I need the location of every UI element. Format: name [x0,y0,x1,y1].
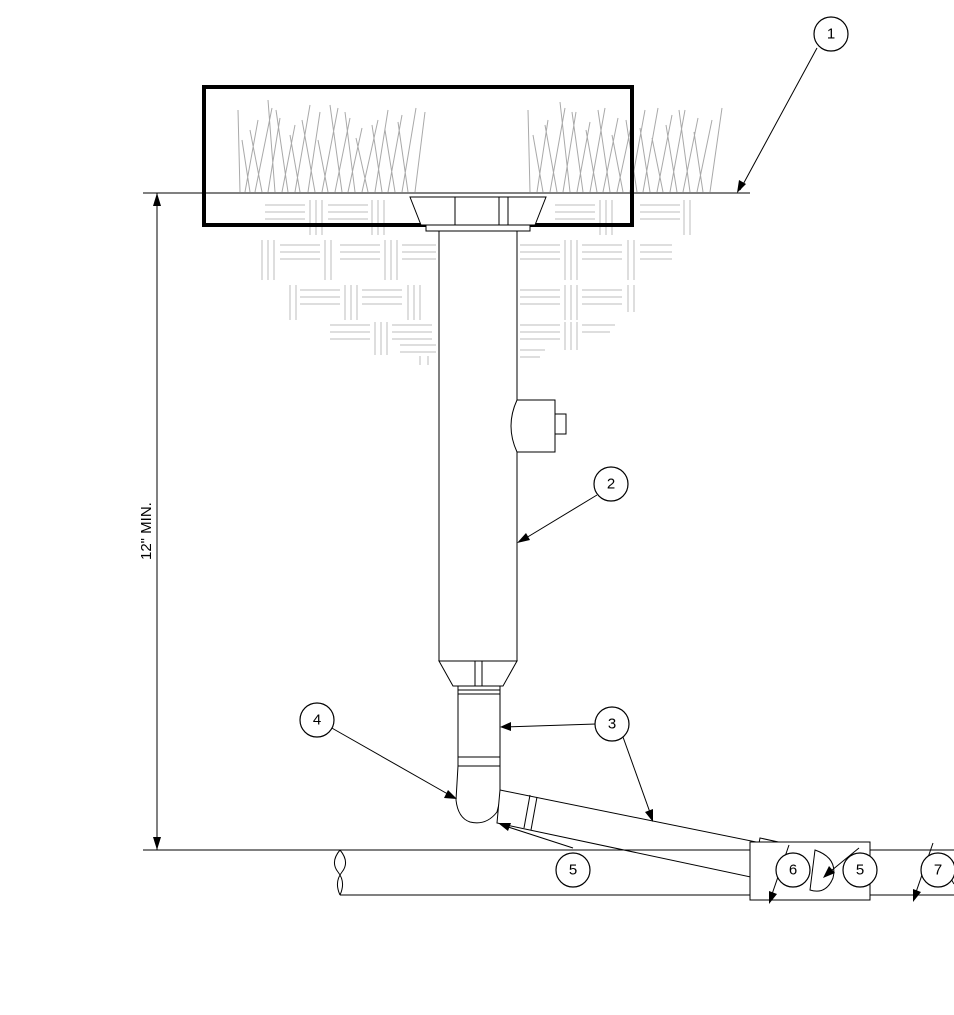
sprinkler-body [438,230,567,687]
callout-7: 7 [920,852,954,888]
callout-5-left: 5 [555,852,591,888]
callout-2: 2 [593,466,629,502]
callout-6-label: 6 [789,862,797,879]
callout-4-label: 4 [313,712,321,729]
grass-blades [237,99,723,193]
callout-7-label: 7 [934,862,942,879]
callout-5-right-label: 5 [856,862,864,879]
callout-3-label: 3 [608,716,616,733]
lateral-line [143,849,750,896]
callout-6: 6 [775,852,811,888]
callout-4: 4 [299,702,335,738]
callout-5-left-label: 5 [569,862,577,879]
depth-dimension: 12" MIN. [138,193,161,850]
callout-2-label: 2 [607,476,615,493]
nipple [457,685,501,767]
callout-1: 1 [813,16,849,52]
valve-box [202,85,634,227]
dimension-label: 12" MIN. [138,502,155,560]
riser-top-fitting [409,196,547,232]
callout-1-label: 1 [827,26,835,43]
leader-lines [329,47,934,904]
soil-hatch [261,200,691,365]
callout-3: 3 [594,706,630,742]
callout-5-right: 5 [842,852,878,888]
